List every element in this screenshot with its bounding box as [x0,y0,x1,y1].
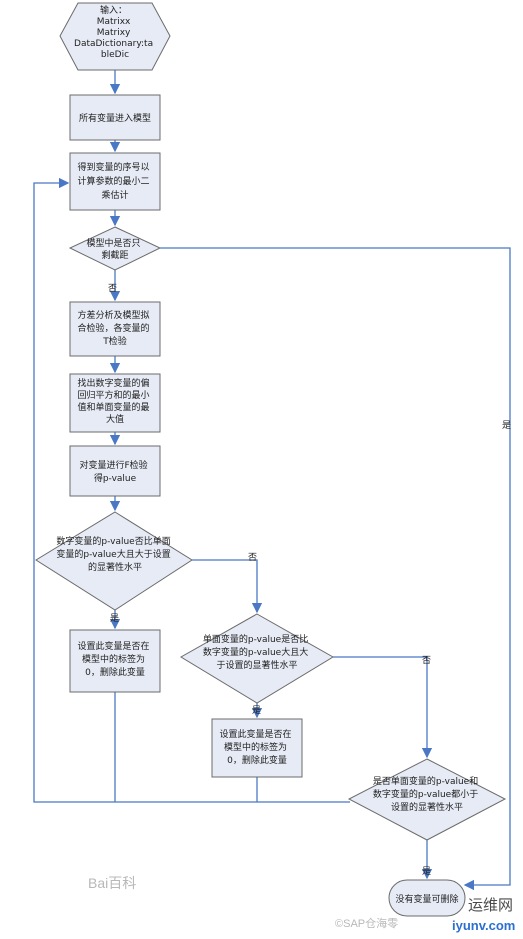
svg-text:得到变量的序号以 计算参数的最小二: 得到变量的序号以 计算参数的最小二 乘估计 [78,161,153,201]
edge-label-decision2-no: 否 [422,655,431,666]
edge-decision2-no [333,656,433,759]
node-find-partial: 找出数字变量的偏 回归平方和的最小 值和单面变量的最 大值 [69,373,161,433]
edge-label-decision3-yes: 是 [422,866,431,877]
node-set-delete2: 设置此变量是否在 模型中的标签为 0，删除此变量 [211,718,303,778]
svg-text:模型中是否只 剩截距: 模型中是否只 剩截距 [87,237,144,261]
node-estimate: 得到变量的序号以 计算参数的最小二 乘估计 [69,152,161,211]
node-decision2: 单面变量的p-value是否比 数字变量的p-value大且大 于设置的显著性水… [180,613,334,704]
edge-check-yes [160,247,511,891]
node-set-delete1: 设置此变量是否在 模型中的标签为 0，删除此变量 [69,629,161,693]
edge-label-decision1-no: 否 [248,552,257,563]
svg-text:单面变量的p-value是否比 数字变量的p-v: 单面变量的p-value是否比 数字变量的p-value大且大 于设置的显著性水… [203,633,311,671]
copyright-watermark: ©SAP仓海零 [335,916,398,930]
node-decision3: 是否单面变量的p-value和 数字变量的p-value都小于 设置的显著性水平 [347,758,507,841]
edge-label-decision2-yes: 是 [252,705,261,716]
node-check-model: 模型中是否只 剩截距 [68,226,162,271]
node-enter-model: 所有变量进入模型 [69,94,161,141]
edge-label-check-yes: 是 [502,420,511,431]
svg-text:对变量进行F检验 得p-value: 对变量进行F检验 得p-value [79,459,150,484]
edge-label-decision1-yes: 是 [110,613,119,624]
svg-text:是否单面变量的p-value和 数字变量的p-v: 是否单面变量的p-value和 数字变量的p-value都小于 设置的显著性水平 [373,775,481,813]
node-anova: 方差分析及模型拟 合检验，各变量的 T检验 [69,301,161,357]
svg-text:没有变量可删除: 没有变量可删除 [395,893,458,905]
site-en-watermark: iyunv.com [452,918,515,933]
node-f-test: 对变量进行F检验 得p-value [69,445,161,497]
node-decision1: 数字变量的p-value否比单面 变量的p-value大且大于设置 的显著性水平 [35,511,193,611]
svg-text:设置此变量是否在 模型中的标签为 0: 设置此变量是否在 模型中的标签为 0，删除此变量 [78,640,153,678]
baidu-watermark: Bai百科 [88,875,136,891]
svg-text:找出数字变量的偏 回归平方和的最小: 找出数字变量的偏 回归平方和的最小 值和单面变量的最 大值 [78,377,153,425]
svg-text:数字变量的p-value否比单面 变量的p-va: 数字变量的p-value否比单面 变量的p-value大且大于设置 的显著性水平 [56,535,173,573]
node-input: 输入： Matrixx Matrixy DataDictionary:ta bl… [59,2,171,71]
node-end: 没有变量可删除 [388,879,466,917]
edge-loop-back [33,177,350,803]
svg-text:方差分析及模型拟 合检验，各变量的: 方差分析及模型拟 合检验，各变量的 T检验 [78,309,153,347]
edge-decision1-no [192,559,263,614]
watermarks: Bai百科 ©SAP仓海零 运维网 iyunv.com [88,875,515,933]
edges [33,70,511,891]
edge-label-check-no: 否 [108,283,117,294]
site-cn-watermark: 运维网 [468,897,513,914]
edge-labels: 否 是 否 是 否 是 是 [108,283,511,877]
svg-text:所有变量进入模型: 所有变量进入模型 [79,112,151,124]
svg-text:设置此变量是否在 模型中的标签为 0: 设置此变量是否在 模型中的标签为 0，删除此变量 [220,728,295,766]
node-input-text: 输入： Matrixx Matrixy DataDictionary:ta bl… [74,4,156,60]
